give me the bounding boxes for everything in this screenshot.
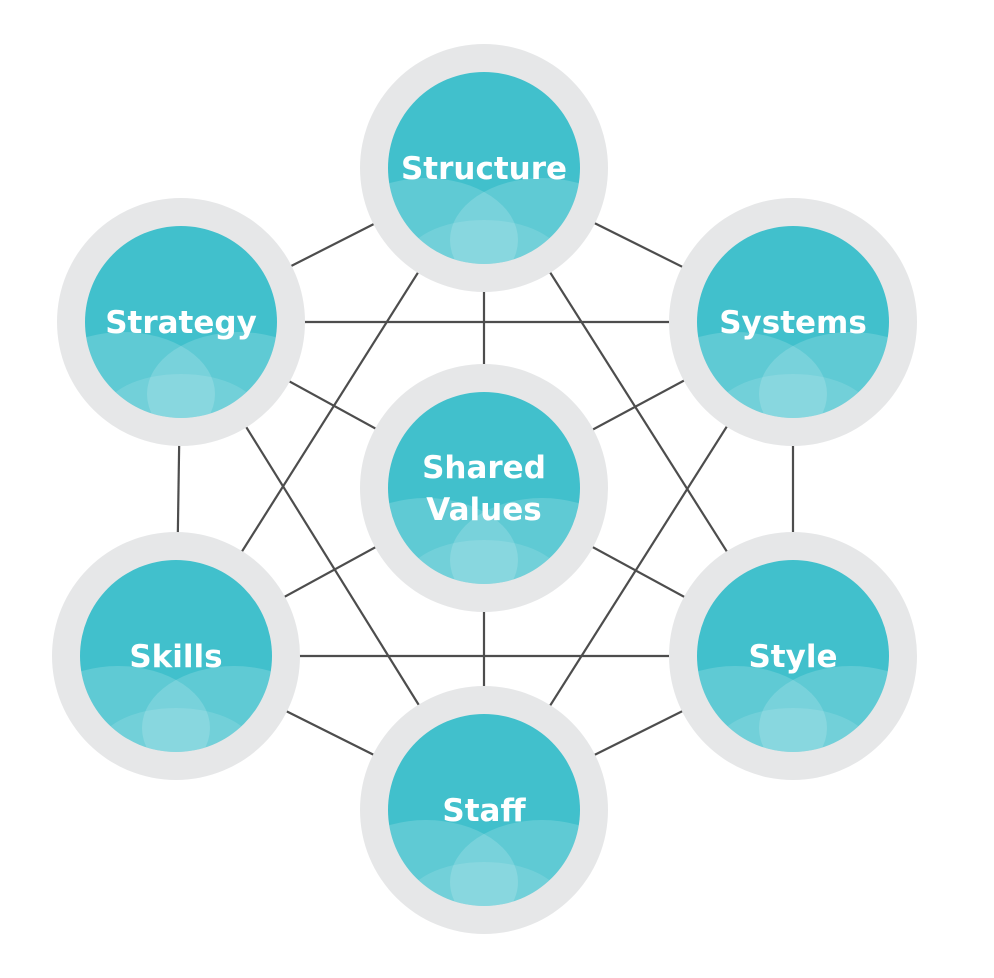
node-core	[85, 226, 277, 418]
node-core	[80, 560, 272, 752]
node-label: Skills	[129, 639, 222, 675]
node-petals	[85, 332, 277, 418]
node-label: Style	[748, 639, 837, 675]
node-label: Values	[426, 492, 541, 528]
node-core	[388, 714, 580, 906]
node-core	[388, 392, 580, 584]
node-label: Systems	[719, 305, 867, 341]
node-petals	[388, 820, 580, 906]
node-style: Style	[669, 532, 917, 780]
node-label: Shared	[422, 450, 546, 486]
node-petals	[388, 178, 580, 264]
node-core	[697, 226, 889, 418]
node-staff: Staff	[360, 686, 608, 934]
node-petals	[697, 666, 889, 752]
node-structure: Structure	[360, 44, 608, 292]
node-core	[697, 560, 889, 752]
node-petals	[697, 332, 889, 418]
node-skills: Skills	[52, 532, 300, 780]
node-core	[388, 72, 580, 264]
node-strategy: Strategy	[57, 198, 305, 446]
node-petals	[388, 498, 580, 584]
node-label: Staff	[442, 793, 526, 829]
node-petals	[80, 666, 272, 752]
node-label: Strategy	[105, 305, 257, 341]
node-systems: Systems	[669, 198, 917, 446]
node-label: Structure	[401, 151, 567, 187]
